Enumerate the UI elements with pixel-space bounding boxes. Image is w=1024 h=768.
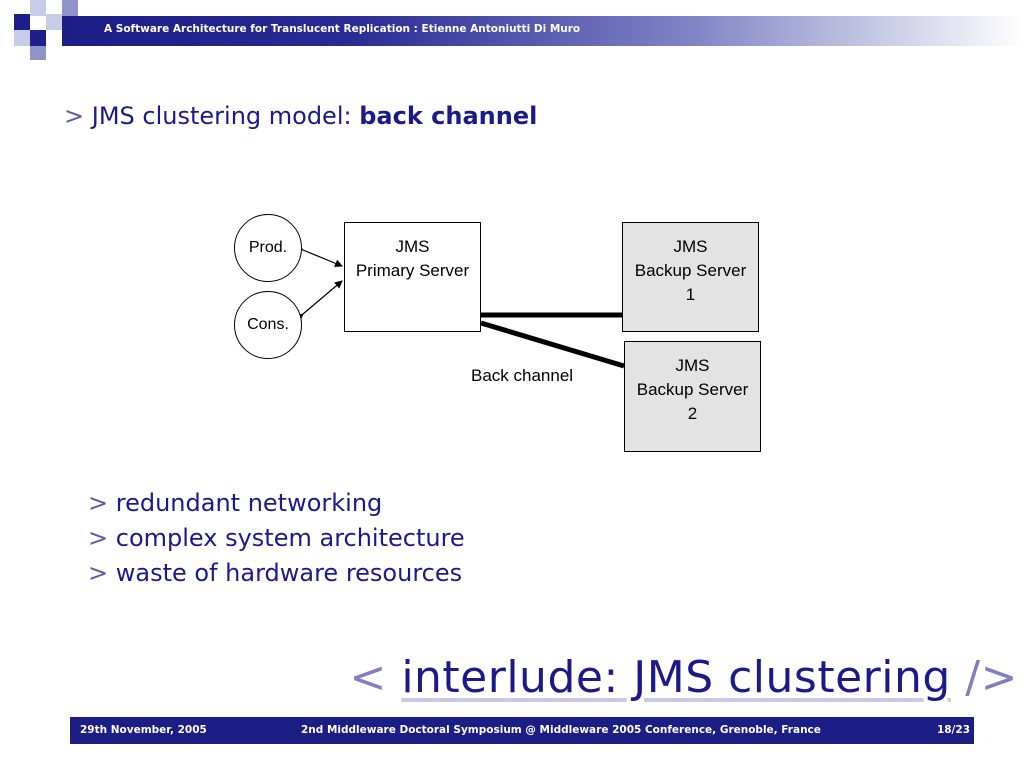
slide-heading: > JMS clustering model: back channel xyxy=(64,102,537,130)
bullet-marker: > xyxy=(88,559,109,587)
bullet-marker: > xyxy=(88,524,109,552)
prod-arrow xyxy=(295,243,343,268)
backup-server-1-line1: JMS xyxy=(673,237,708,256)
bullet-list: > redundant networking > complex system … xyxy=(88,486,465,591)
bullet-item: > complex system architecture xyxy=(88,521,465,556)
logo-square-light xyxy=(14,30,30,46)
section-title-text: interlude: JMS clustering xyxy=(401,652,951,703)
bullet-marker: > xyxy=(88,489,109,517)
bullet-item: > redundant networking xyxy=(88,486,465,521)
backup-server-2-line2: Backup Server xyxy=(636,380,749,399)
backup-server-2-line1: JMS xyxy=(675,356,710,375)
logo-square-mid xyxy=(62,0,78,16)
logo-square-light xyxy=(30,0,46,16)
backup-server-2-box: JMS Backup Server 2 xyxy=(624,341,761,452)
backup-server-1-box: JMS Backup Server 1 xyxy=(622,222,759,332)
header-title: A Software Architecture for Translucent … xyxy=(104,23,581,35)
backup-server-1-line2: Backup Server xyxy=(634,261,747,280)
logo-square-mid xyxy=(30,46,46,60)
primary-server-box: JMS Primary Server xyxy=(344,222,481,332)
logo-square-light xyxy=(46,14,62,30)
section-title-close: /> xyxy=(965,652,1018,703)
bullet-text: redundant networking xyxy=(115,489,383,517)
logo-square-dark xyxy=(30,30,46,46)
header-bar xyxy=(62,16,1024,46)
footer-date: 29th November, 2005 xyxy=(80,724,207,736)
cons-arrow xyxy=(295,280,343,322)
consumer-node: Cons. xyxy=(234,291,302,359)
producer-node: Prod. xyxy=(234,214,302,282)
heading-bold-text: back channel xyxy=(359,102,538,130)
primary-server-line2: Primary Server xyxy=(355,261,470,280)
section-title: < interlude: JMS clustering /> xyxy=(349,652,1018,703)
footer-page-number: 18/23 xyxy=(936,724,970,736)
section-title-open: < xyxy=(349,652,387,703)
bullet-text: complex system architecture xyxy=(115,524,465,552)
backup-server-2-line3: 2 xyxy=(687,404,698,423)
producer-label: Prod. xyxy=(248,239,288,256)
consumer-label: Cons. xyxy=(247,316,289,333)
footer-bar: 29th November, 2005 2nd Middleware Docto… xyxy=(70,717,974,744)
primary-server-line1: JMS xyxy=(395,237,430,256)
footer-event: 2nd Middleware Doctoral Symposium @ Midd… xyxy=(301,724,821,736)
heading-text: JMS clustering model: xyxy=(91,102,352,130)
bullet-text: waste of hardware resources xyxy=(115,559,463,587)
logo-square-dark xyxy=(14,14,30,30)
bullet-item: > waste of hardware resources xyxy=(88,556,465,591)
heading-marker: > xyxy=(64,102,85,130)
backup-server-1-line3: 1 xyxy=(685,285,696,304)
back-channel-label: Back channel xyxy=(471,366,574,385)
back-channel-line-2 xyxy=(480,320,625,369)
